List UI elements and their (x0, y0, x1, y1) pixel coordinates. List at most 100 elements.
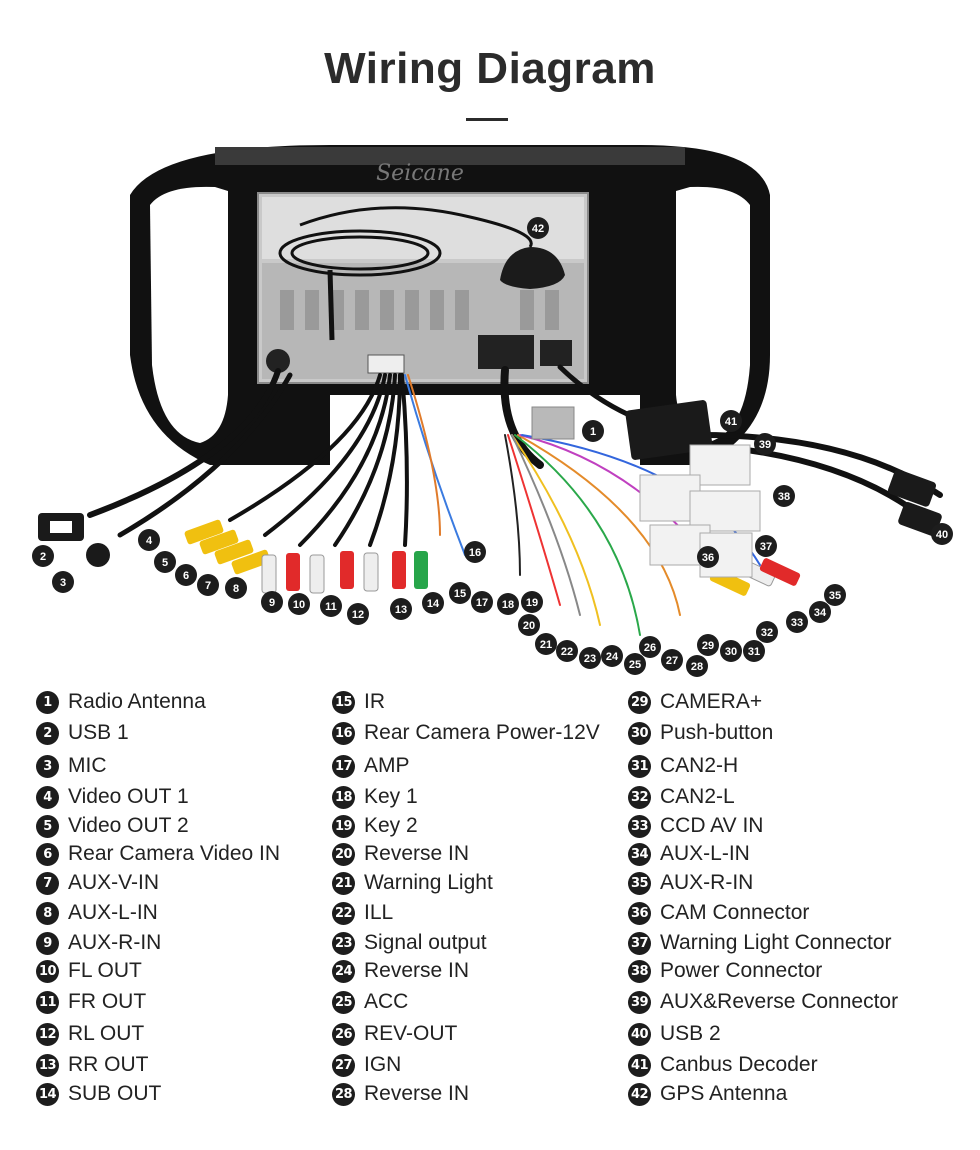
svg-text:41: 41 (725, 416, 737, 428)
legend-number: 7 (36, 871, 59, 895)
callout-16: 16 (464, 541, 486, 563)
legend-number: 30 (628, 721, 651, 745)
legend-number: 9 (36, 931, 59, 955)
title-underline (466, 118, 508, 121)
callout-25: 25 (624, 653, 646, 675)
legend-label: ACC (364, 990, 409, 1013)
legend-item: 13 RR OUT (36, 1051, 149, 1079)
legend-item: 20 Reverse IN (332, 840, 469, 868)
legend-label: AUX-R-IN (68, 931, 162, 954)
legend-label: Warning Light Connector (660, 931, 892, 954)
legend-label: AUX-L-IN (660, 842, 750, 865)
legend-number: 12 (36, 1022, 59, 1046)
svg-text:33: 33 (791, 617, 803, 629)
svg-text:36: 36 (702, 552, 714, 564)
svg-text:25: 25 (629, 659, 641, 671)
legend-number: 37 (628, 931, 651, 955)
svg-text:35: 35 (829, 590, 841, 602)
svg-text:15: 15 (454, 588, 466, 600)
callout-markers: 1 2 3 4 5 6 7 8 9 10 11 12 13 14 15 16 1… (32, 217, 953, 677)
svg-text:14: 14 (427, 598, 440, 610)
legend-number: 1 (36, 690, 59, 714)
callout-36: 36 (697, 546, 719, 568)
svg-text:11: 11 (325, 601, 337, 613)
callout-42: 42 (527, 217, 549, 239)
svg-text:2: 2 (40, 551, 46, 563)
svg-text:40: 40 (936, 529, 948, 541)
legend-number: 38 (628, 959, 651, 983)
svg-text:37: 37 (760, 541, 772, 553)
legend-number: 16 (332, 721, 355, 745)
legend-number: 40 (628, 1022, 651, 1046)
legend-number: 42 (628, 1082, 651, 1106)
legend-item: 38 Power Connector (628, 957, 822, 985)
legend-number: 3 (36, 754, 59, 778)
svg-text:16: 16 (469, 547, 481, 559)
legend-label: USB 2 (660, 1022, 721, 1045)
svg-text:28: 28 (691, 661, 703, 673)
legend-number: 32 (628, 785, 651, 809)
legend-label: IGN (364, 1053, 402, 1076)
callout-5: 5 (154, 551, 176, 573)
legend-item: 9 AUX-R-IN (36, 929, 161, 957)
svg-text:32: 32 (761, 627, 773, 639)
legend-label: Key 2 (364, 814, 418, 837)
svg-text:34: 34 (814, 607, 827, 619)
callout-29: 29 (697, 634, 719, 656)
legend-number: 26 (332, 1022, 355, 1046)
legend-number: 34 (628, 842, 651, 866)
svg-text:5: 5 (162, 557, 168, 569)
svg-text:4: 4 (146, 535, 153, 547)
legend-label: Rear Camera Video IN (68, 842, 281, 865)
legend-label: Warning Light (364, 871, 493, 894)
legend-number: 20 (332, 842, 355, 866)
legend-label: GPS Antenna (660, 1082, 788, 1105)
callout-8: 8 (225, 577, 247, 599)
legend-label: RR OUT (68, 1053, 149, 1076)
legend-label: IR (364, 690, 385, 713)
legend-number: 5 (36, 814, 59, 838)
callout-33: 33 (786, 611, 808, 633)
legend-number: 19 (332, 814, 355, 838)
legend-item: 37 Warning Light Connector (628, 929, 892, 957)
legend-label: SUB OUT (68, 1082, 162, 1105)
svg-text:26: 26 (644, 642, 656, 654)
callout-20: 20 (518, 614, 540, 636)
legend-label: Power Connector (660, 959, 823, 982)
legend-label: Reverse IN (364, 959, 470, 982)
svg-text:6: 6 (183, 570, 189, 582)
callout-13: 13 (390, 598, 412, 620)
legend-label: FR OUT (68, 990, 147, 1013)
legend-number: 17 (332, 754, 355, 778)
callout-3: 3 (52, 571, 74, 593)
legend-number: 13 (36, 1053, 59, 1077)
svg-text:1: 1 (590, 426, 596, 438)
svg-text:19: 19 (526, 597, 538, 609)
legend-label: Signal output (364, 931, 487, 954)
callout-31: 31 (743, 640, 765, 662)
legend-number: 29 (628, 690, 651, 714)
callout-23: 23 (579, 647, 601, 669)
legend-label: Push-button (660, 721, 774, 744)
svg-text:9: 9 (269, 597, 275, 609)
legend-number: 14 (36, 1082, 59, 1106)
legend-label: AUX-R-IN (660, 871, 754, 894)
svg-text:12: 12 (352, 609, 364, 621)
legend-label: Rear Camera Power-12V (364, 721, 600, 744)
callout-12: 12 (347, 603, 369, 625)
legend-label: Reverse IN (364, 842, 470, 865)
callout-27: 27 (661, 649, 683, 671)
svg-text:22: 22 (561, 646, 573, 658)
callout-26: 26 (639, 636, 661, 658)
